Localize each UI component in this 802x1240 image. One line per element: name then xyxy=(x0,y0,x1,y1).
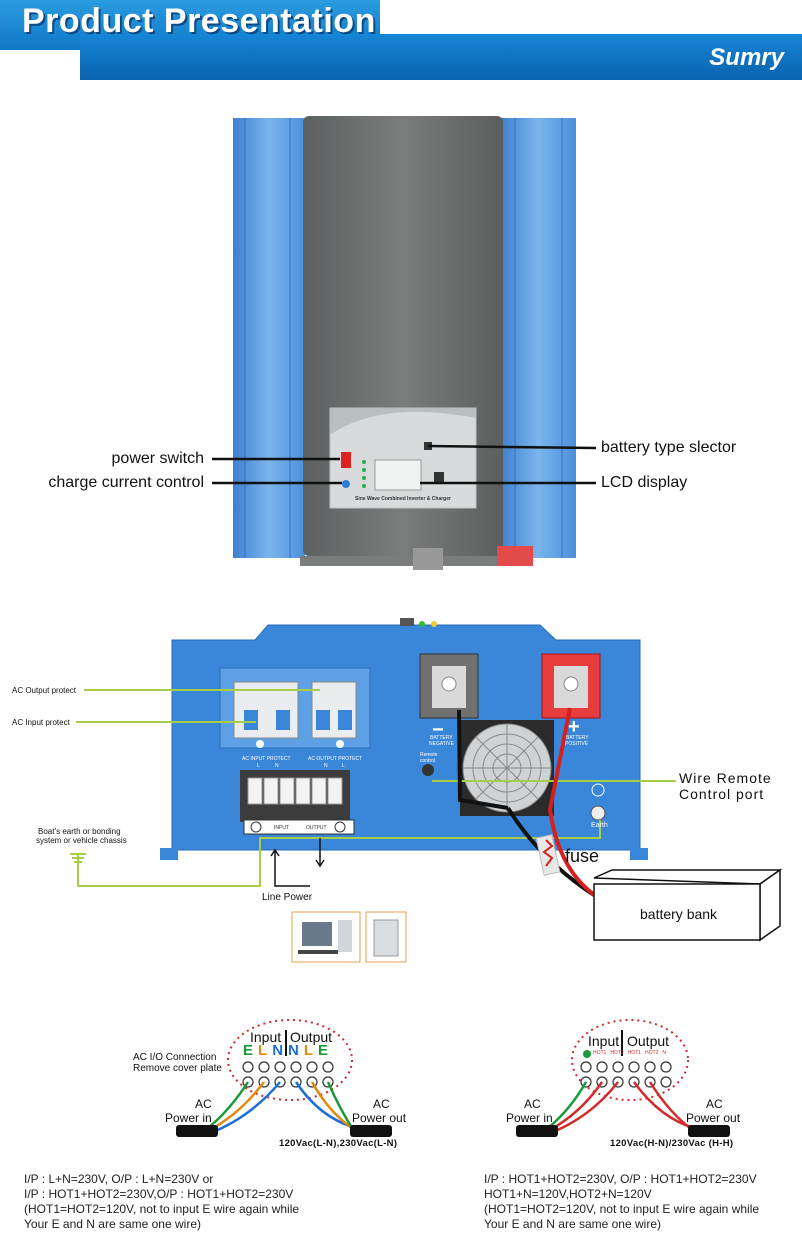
left-note-line2: Remove cover plate xyxy=(133,1063,222,1074)
right-desc-line: HOT1+N=120V,HOT2+N=120V xyxy=(484,1187,652,1201)
terminal-letter: N xyxy=(272,1042,284,1059)
label-earth: Earth xyxy=(591,822,608,829)
label-output-n: N xyxy=(324,763,328,769)
label-battery-negative-1: BATTERY xyxy=(430,735,453,741)
right-input-label: Input xyxy=(588,1033,620,1049)
label-battery-positive-2: POSITIVE xyxy=(565,741,589,747)
callout-wire-remote-1: Wire Remote xyxy=(679,770,772,786)
callout-earth-2: system or vehicle chassis xyxy=(36,836,127,845)
callout-ac-input-protect: AC Input protect xyxy=(12,718,70,727)
right-desc-line: Your E and N are same one wire) xyxy=(484,1217,661,1231)
callout-charge-current-control: charge current control xyxy=(48,474,204,491)
left-ac-in-1: AC xyxy=(195,1097,212,1111)
inverter-right-fin xyxy=(500,118,576,558)
battery-plus-sign: + xyxy=(568,716,580,738)
left-ac-out-2: Power out xyxy=(352,1111,407,1125)
left-desc-line: I/P : HOT1+HOT2=230V,O/P : HOT1+HOT2=230… xyxy=(24,1187,294,1201)
lcd-display-graphic xyxy=(374,459,422,491)
panel-label: Sine Wave Combined Inverter & Charger xyxy=(355,496,451,502)
right-terminal-diagram xyxy=(516,1019,730,1137)
computer-icon xyxy=(291,911,361,963)
label-terminal-input: INPUT xyxy=(274,825,289,831)
label-input-n: N xyxy=(275,763,279,769)
brand-logo: Sumry xyxy=(709,44,784,71)
label-terminal-output: OUTPUT xyxy=(306,825,327,831)
rear-view-illustration xyxy=(70,618,783,963)
brand-strip xyxy=(80,34,802,80)
callout-battery-type-selector: battery type slector xyxy=(601,439,737,456)
left-desc-line: Your E and N are same one wire) xyxy=(24,1217,201,1231)
battery-negative-terminal xyxy=(419,653,479,719)
battery-bank-graphic xyxy=(593,868,783,942)
earth-terminal-graphic xyxy=(590,805,606,821)
battery-minus-sign: − xyxy=(432,719,444,741)
right-output-label: Output xyxy=(627,1033,670,1049)
wiring-diagrams xyxy=(176,1019,730,1137)
terminal-label: HOT1 xyxy=(627,1050,642,1056)
left-input-label: Input xyxy=(250,1029,282,1045)
callout-wire-remote-2: Control port xyxy=(679,786,765,802)
ac-output-breaker xyxy=(311,681,357,739)
callout-ac-output-protect: AC Output protect xyxy=(12,686,77,695)
callout-fuse: fuse xyxy=(565,846,600,866)
callout-line-battery-selector xyxy=(427,444,597,450)
left-ac-out-1: AC xyxy=(373,1097,390,1111)
terminal-letter: L xyxy=(258,1042,268,1059)
right-ac-out-2: Power out xyxy=(686,1111,741,1125)
label-remote-2: control xyxy=(420,758,436,764)
left-desc-line: (HOT1=HOT2=120V, not to input E wire aga… xyxy=(24,1202,300,1216)
cooling-fan xyxy=(460,720,554,816)
terminal-label: N xyxy=(662,1050,666,1056)
right-desc-line: I/P : HOT1+HOT2=230V, O/P : HOT1+HOT2=23… xyxy=(484,1172,757,1186)
callout-power-switch: power switch xyxy=(111,450,204,467)
right-description: I/P : HOT1+HOT2=230V, O/P : HOT1+HOT2=23… xyxy=(484,1172,759,1232)
left-voltage: 120Vac(L-N),230Vac(L-N) xyxy=(279,1138,398,1149)
left-output-label: Output xyxy=(290,1029,333,1045)
appliance-icon xyxy=(365,911,407,963)
label-remote-1: Remote xyxy=(420,752,438,758)
left-description: I/P : L+N=230V, O/P : L+N=230V or I/P : … xyxy=(24,1172,299,1232)
label-ac-input-protect: AC INPUT PROTECT xyxy=(242,756,291,762)
right-ac-out-1: AC xyxy=(706,1097,723,1111)
front-view-illustration xyxy=(212,116,597,570)
earth-wire xyxy=(77,820,601,887)
right-ac-in-2: Power in xyxy=(506,1111,553,1125)
page-title: Product Presentation xyxy=(22,2,376,40)
left-ac-in-2: Power in xyxy=(165,1111,212,1125)
callout-lcd-display: LCD display xyxy=(601,474,688,491)
left-note-line1: AC I/O Connection xyxy=(133,1052,217,1063)
power-switch-graphic xyxy=(341,452,351,468)
right-voltage: 120Vac(H-N)/230Vac (H-H) xyxy=(610,1138,734,1149)
remote-port-graphic xyxy=(422,764,434,776)
fuse-graphic xyxy=(542,839,554,867)
label-battery-negative-2: NEGATIVE xyxy=(429,741,454,747)
label-output-l: L xyxy=(342,763,345,769)
terminal-letter: E xyxy=(318,1042,329,1059)
terminal-label: HOT1 xyxy=(593,1050,607,1056)
terminal-letter: N xyxy=(288,1042,299,1059)
right-desc-line: (HOT1=HOT2=120V, not to input E wire aga… xyxy=(484,1202,760,1216)
battery-positive-terminal xyxy=(541,653,601,719)
callout-earth-1: Boat’s earth or bonding xyxy=(38,827,121,836)
callout-battery-bank: battery bank xyxy=(640,906,718,922)
left-terminal-diagram xyxy=(176,1019,392,1137)
callout-line-power: Line Power xyxy=(262,892,313,903)
label-input-l: L xyxy=(257,763,260,769)
terminal-label: HOT2 xyxy=(610,1050,624,1056)
terminal-letter: L xyxy=(303,1042,314,1059)
header-banner: Product Presentation Sumry xyxy=(0,0,802,80)
charge-knob-graphic xyxy=(342,480,350,488)
ac-input-breaker xyxy=(233,681,299,739)
inverter-left-fin xyxy=(233,118,305,558)
label-battery-positive-1: BATTERY xyxy=(566,735,589,741)
terminal-label: HOT2 xyxy=(645,1050,659,1056)
label-ac-output-protect: AC OUTPUT PROTECT xyxy=(308,756,363,762)
right-ac-in-1: AC xyxy=(524,1097,541,1111)
terminal-letter: E xyxy=(243,1042,254,1059)
control-panel xyxy=(329,407,477,509)
left-desc-line: I/P : L+N=230V, O/P : L+N=230V or xyxy=(24,1172,214,1186)
